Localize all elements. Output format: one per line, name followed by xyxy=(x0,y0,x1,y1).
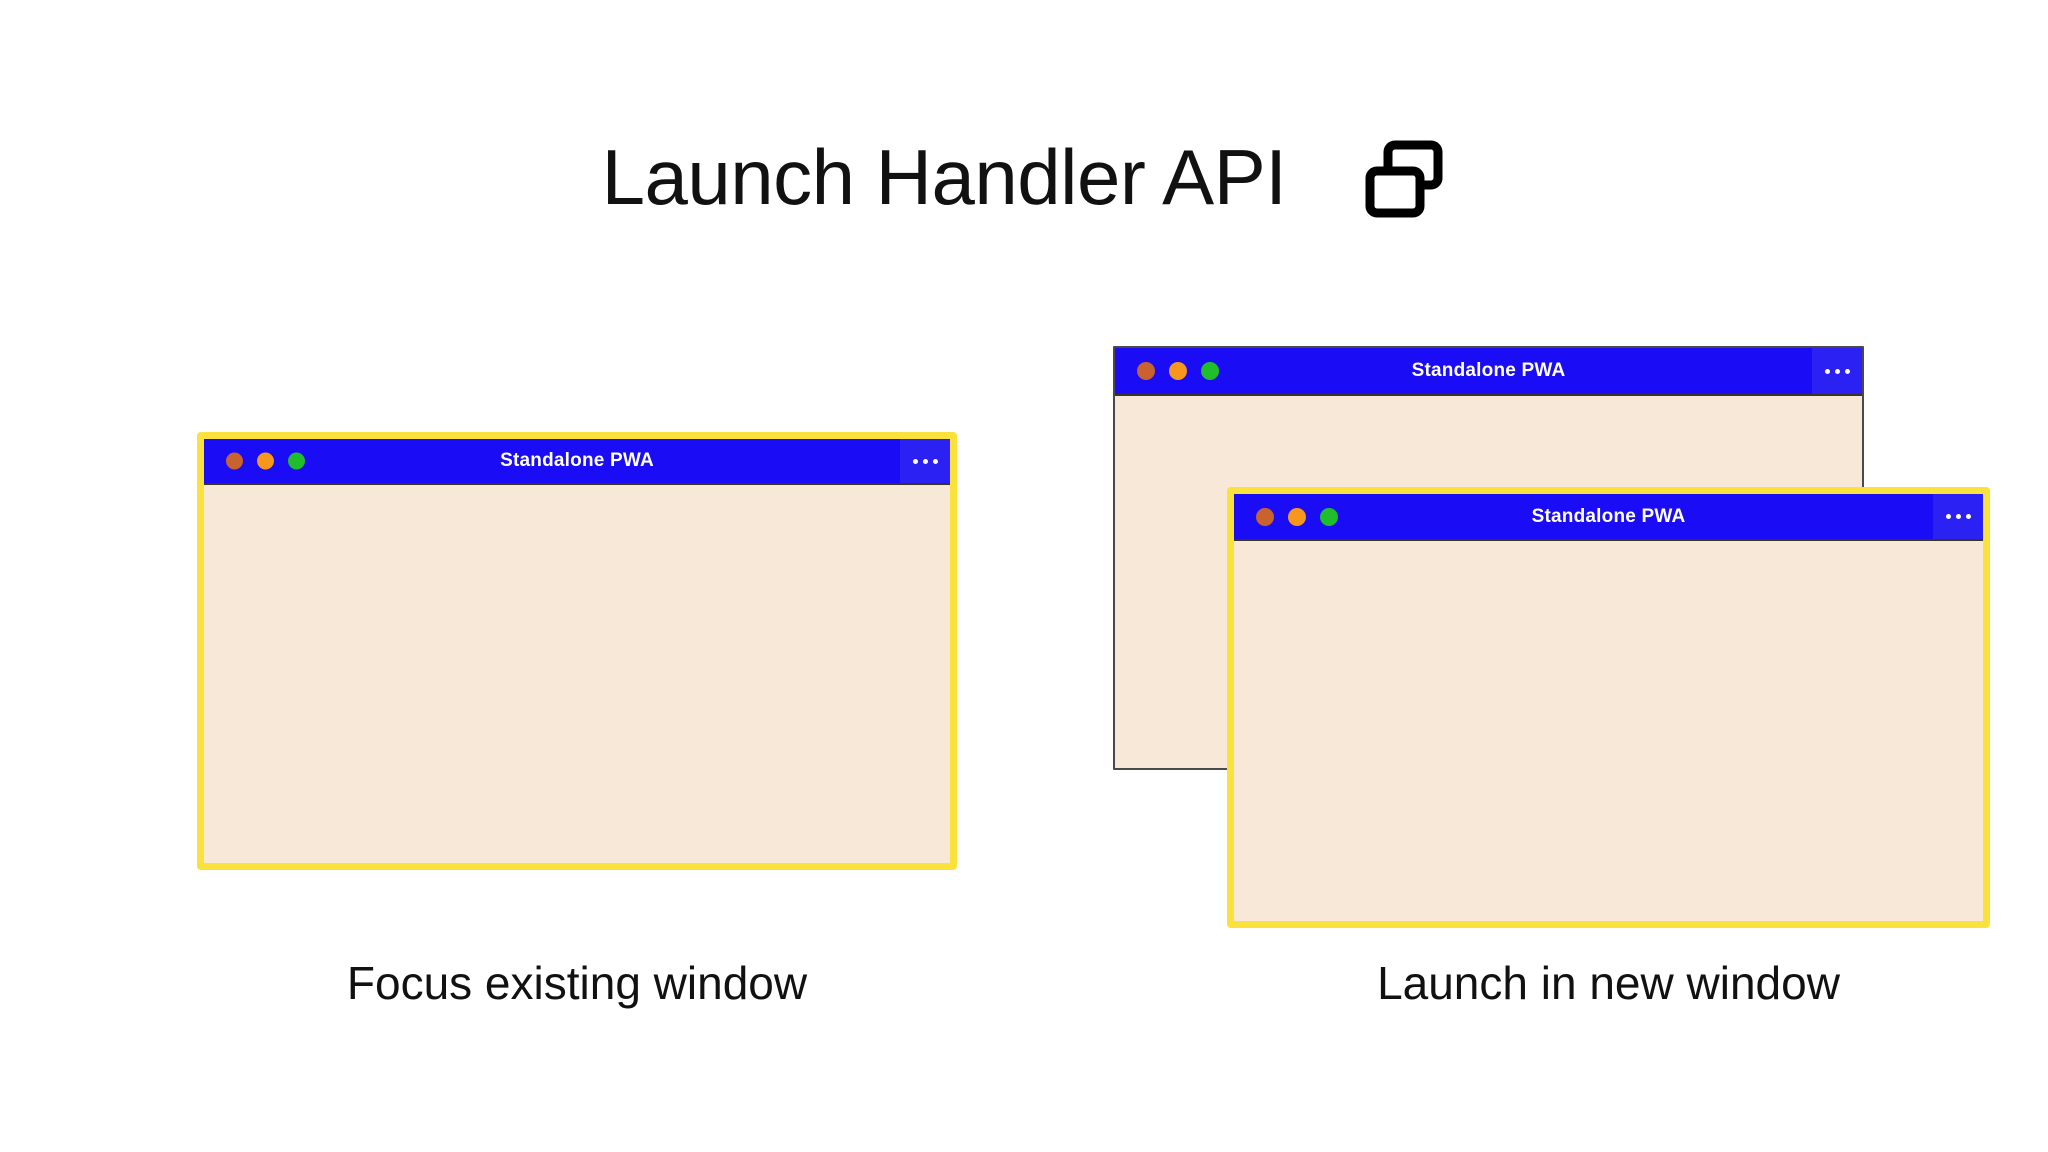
menu-dot-icon xyxy=(1965,514,1971,519)
close-dot-icon[interactable] xyxy=(226,452,243,470)
window-inner: Standalone PWA xyxy=(204,439,950,863)
menu-dot-icon xyxy=(1844,368,1850,374)
window-titlebar[interactable]: Standalone PWA xyxy=(1234,494,1983,541)
menu-dot-icon xyxy=(1834,368,1840,374)
maximize-dot-icon[interactable] xyxy=(288,452,305,470)
more-options-button[interactable] xyxy=(900,439,950,483)
menu-dot-icon xyxy=(1945,514,1951,519)
menu-dot-icon xyxy=(1955,514,1961,519)
caption-launch-new-window: Launch in new window xyxy=(1377,957,1840,1009)
window-title: Standalone PWA xyxy=(1531,505,1686,527)
window-content-area xyxy=(204,485,950,863)
window-titlebar[interactable]: Standalone PWA xyxy=(204,439,950,485)
window-titlebar[interactable]: Standalone PWA xyxy=(1115,348,1862,396)
page-header: Launch Handler API xyxy=(0,112,2048,242)
maximize-dot-icon[interactable] xyxy=(1201,362,1219,380)
window-controls xyxy=(1137,362,1219,380)
window-controls xyxy=(1256,507,1338,526)
pwa-window-newly-launched[interactable]: Standalone PWA xyxy=(1227,487,1990,928)
minimize-dot-icon[interactable] xyxy=(257,452,274,470)
window-title: Standalone PWA xyxy=(1411,360,1566,381)
minimize-dot-icon[interactable] xyxy=(1288,507,1306,526)
minimize-dot-icon[interactable] xyxy=(1169,362,1187,380)
menu-dot-icon xyxy=(922,458,928,464)
close-dot-icon[interactable] xyxy=(1256,507,1274,526)
more-options-button[interactable] xyxy=(1812,348,1862,394)
menu-dot-icon xyxy=(912,458,918,464)
page-title: Launch Handler API xyxy=(601,133,1287,221)
pwa-window-focused-existing[interactable]: Standalone PWA xyxy=(197,432,957,870)
menu-dot-icon xyxy=(1824,368,1830,374)
close-dot-icon[interactable] xyxy=(1137,362,1155,380)
menu-dot-icon xyxy=(932,458,938,464)
window-title: Standalone PWA xyxy=(500,450,654,471)
multi-window-icon xyxy=(1362,137,1446,221)
caption-focus-existing-window: Focus existing window xyxy=(346,957,808,1009)
window-controls xyxy=(226,452,305,470)
more-options-button[interactable] xyxy=(1933,494,1983,539)
maximize-dot-icon[interactable] xyxy=(1320,507,1338,526)
window-content-area xyxy=(1234,541,1983,921)
window-inner: Standalone PWA xyxy=(1234,494,1983,921)
